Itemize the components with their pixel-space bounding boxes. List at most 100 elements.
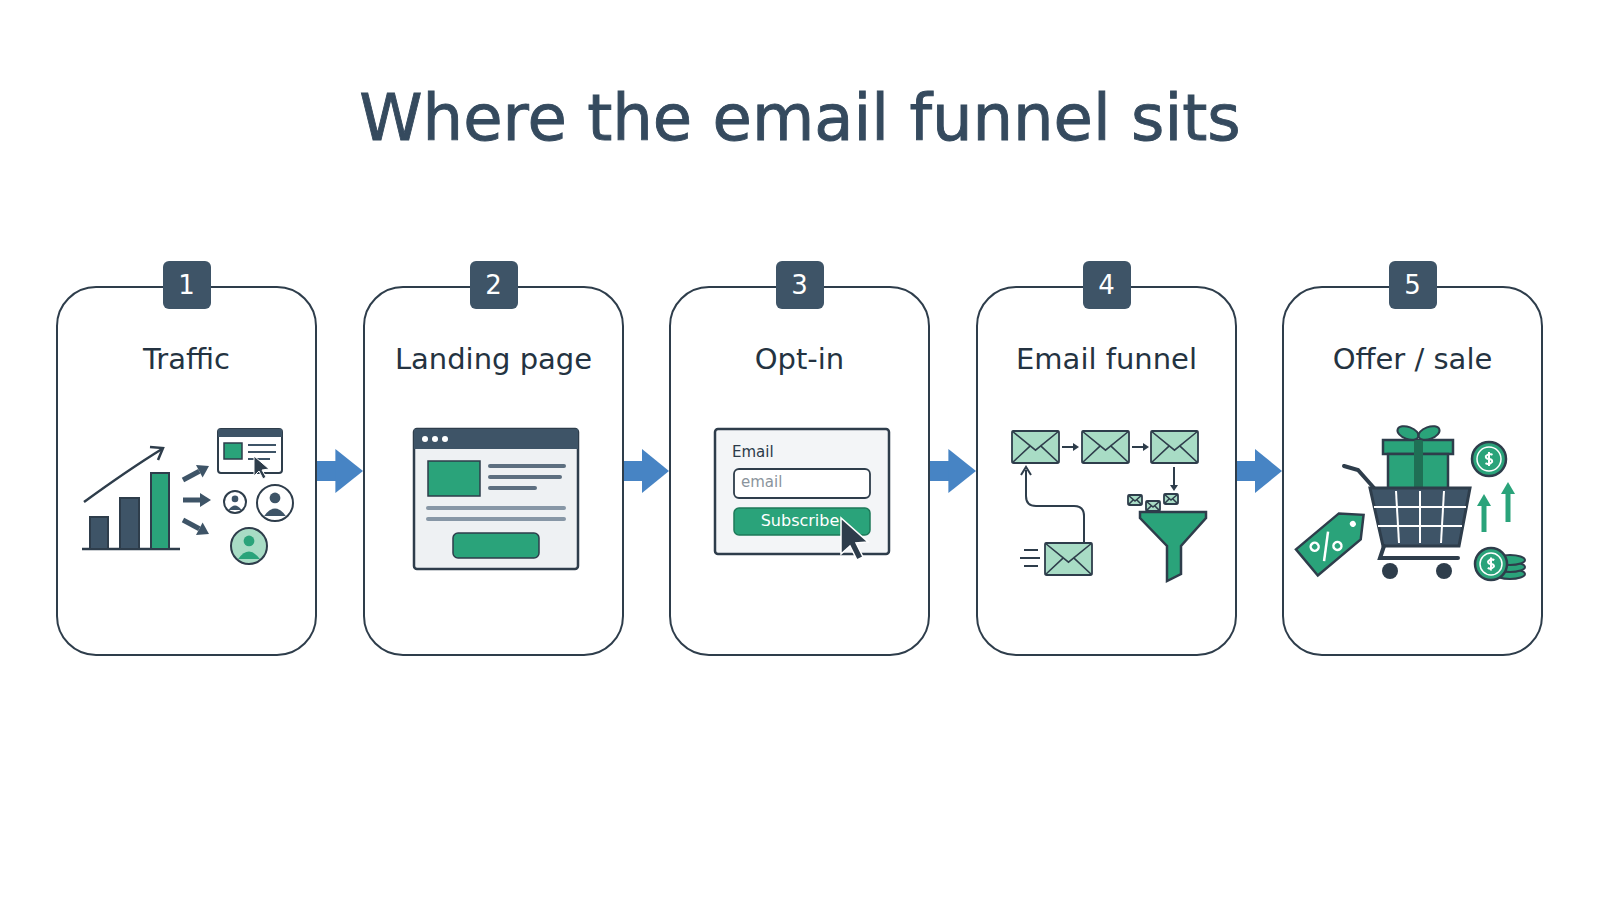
icon-path (84, 449, 162, 502)
icon-path (1151, 431, 1198, 463)
icon-line (1020, 557, 1040, 559)
diagram-title: Where the email funnel sits (0, 82, 1600, 154)
icon-path (150, 447, 163, 460)
icon-line (1374, 506, 1466, 508)
process-card: 5Offer / sale (1282, 286, 1543, 656)
icon-line (1419, 491, 1421, 543)
process-card: 2Landing page (363, 286, 624, 656)
icon-line (1378, 525, 1462, 527)
icon-path (1486, 452, 1493, 466)
icon-circle (1477, 447, 1501, 471)
icon-ellipse (1417, 424, 1442, 443)
icon-circle (224, 491, 246, 513)
icon-rect (414, 429, 578, 569)
icon-path (1128, 495, 1142, 505)
field-label: Email (732, 443, 774, 462)
icon-line (1024, 565, 1038, 567)
icon-path (1380, 546, 1458, 558)
icon-path (1082, 431, 1129, 463)
icon-rect (224, 443, 242, 459)
icon-line (1482, 506, 1487, 532)
icon-circle (257, 485, 293, 521)
arrow-shaft (930, 461, 949, 481)
icon-circle (1475, 548, 1507, 580)
icon-line (1062, 446, 1073, 448)
icon-rect (453, 533, 539, 558)
icon-rect (428, 461, 480, 496)
icon-path (228, 505, 241, 510)
icon-rect (1146, 501, 1160, 511)
arrow-head (1255, 449, 1282, 493)
icon-rect (414, 429, 578, 449)
icon-line (490, 475, 560, 479)
icon-rect (1082, 431, 1129, 463)
icon-polygon (200, 493, 211, 507)
step-number: 1 (163, 261, 211, 309)
icon-line (1024, 549, 1038, 551)
icon-polygon (1501, 482, 1515, 494)
icon-rect (120, 498, 139, 549)
arrow-head (335, 449, 363, 493)
flow-arrow (317, 449, 363, 493)
icon-circle (244, 536, 255, 547)
icon-rect (151, 473, 169, 549)
icon-circle (231, 528, 267, 564)
icon-line (1441, 491, 1444, 543)
icon-ellipse (1396, 424, 1421, 443)
step-number: 3 (776, 261, 824, 309)
icon-circle (270, 493, 281, 504)
icon-path (1045, 543, 1092, 575)
step-number: 4 (1083, 261, 1131, 309)
icon-circle (232, 496, 239, 503)
icon-rect (1045, 543, 1092, 575)
icon-polyline (1021, 467, 1031, 475)
icon-circle (432, 436, 438, 442)
mouse-cursor-icon (671, 288, 932, 658)
icon-rect (218, 429, 282, 473)
icon-path (841, 518, 868, 560)
icon-line (1173, 467, 1175, 485)
arrow-head (642, 449, 669, 493)
icon-polygon (1477, 494, 1491, 506)
icon-circle (442, 436, 448, 442)
icon-circle (1382, 563, 1398, 579)
icon-polygon (1143, 443, 1149, 451)
flow-arrow (930, 449, 976, 493)
icon-rect (1012, 431, 1059, 463)
icon-circle (1309, 541, 1320, 552)
process-card: 4Email funnel (976, 286, 1237, 656)
icon-polygon (196, 465, 209, 477)
icon-circle (1332, 540, 1343, 551)
icon-polygon (1296, 502, 1375, 576)
icon-line (490, 486, 535, 490)
flow-arrow (1237, 449, 1282, 493)
step-label: Opt-in (671, 340, 928, 378)
step-label: Offer / sale (1284, 340, 1541, 378)
icon-circle (422, 436, 428, 442)
process-card: 3Opt-inEmailemailSubscribe (669, 286, 930, 656)
icon-rect (734, 469, 870, 498)
icon-polygon (1170, 485, 1178, 491)
icon-line (1396, 491, 1399, 543)
icon-line (183, 520, 199, 529)
icon-path (1146, 501, 1160, 511)
icon-circle (1436, 563, 1452, 579)
icon-line (428, 506, 564, 510)
arrow-head (948, 449, 976, 493)
step-number: 5 (1389, 261, 1437, 309)
step-label: Email funnel (978, 340, 1235, 378)
icon-line (183, 498, 200, 503)
arrow-shaft (317, 461, 336, 481)
icon-rect (90, 517, 108, 549)
icon-polygon (196, 523, 209, 535)
icon-path (264, 509, 286, 516)
icon-rect (1128, 495, 1142, 505)
icon-line (1132, 446, 1143, 448)
input-placeholder: email (741, 473, 782, 492)
icon-line (248, 444, 276, 446)
icon-line (490, 464, 564, 468)
icon-rect (1164, 494, 1178, 504)
icon-g (1296, 502, 1375, 576)
icon-rect (1151, 431, 1198, 463)
